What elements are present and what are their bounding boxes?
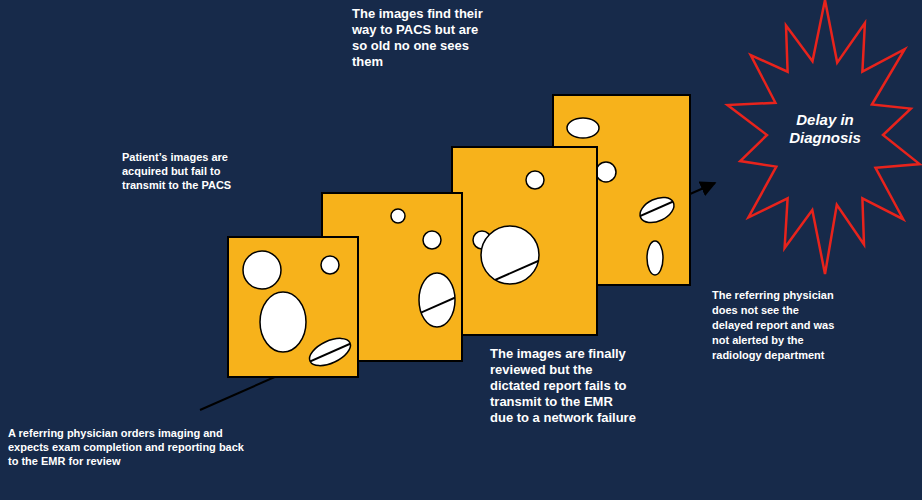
slice-hole: [526, 171, 544, 189]
cheese-slice: [200, 183, 715, 410]
slice-body: [452, 147, 597, 335]
annotation-text: The referring physician does not see the…: [712, 288, 836, 363]
trajectory-segment: [200, 183, 715, 410]
starburst-callout: Delay in Diagnosis: [725, 0, 922, 280]
slice-hole: [423, 231, 441, 249]
cheese-slice: [200, 147, 715, 410]
annotation-text: The images are finally reviewed but the …: [490, 346, 638, 426]
annotation-text: Patient’s images are acquired but fail t…: [122, 150, 236, 192]
starburst-shape: [728, 0, 920, 274]
slice-hole: [391, 209, 405, 223]
cheese-slice: [200, 95, 715, 410]
slice-hole: [596, 162, 616, 182]
slice-hole: [647, 241, 663, 275]
slice-body: [228, 237, 358, 377]
annotation-text: A referring physician orders imaging and…: [8, 426, 244, 468]
trajectory-segment: [200, 183, 715, 410]
cheese-slice: [200, 183, 715, 410]
slice-hole: [321, 256, 339, 274]
slice-hole: [636, 192, 678, 227]
slice-hole: [243, 251, 281, 289]
slice-hole: [567, 118, 599, 138]
slice-hole: [260, 292, 306, 352]
annotation-text: The images find their way to PACS but ar…: [352, 6, 486, 70]
outcome-text: Delay in Diagnosis: [779, 111, 871, 147]
slice-hole: [481, 226, 539, 284]
trajectory-segment: [200, 183, 715, 410]
trajectory-segment: [200, 183, 715, 410]
